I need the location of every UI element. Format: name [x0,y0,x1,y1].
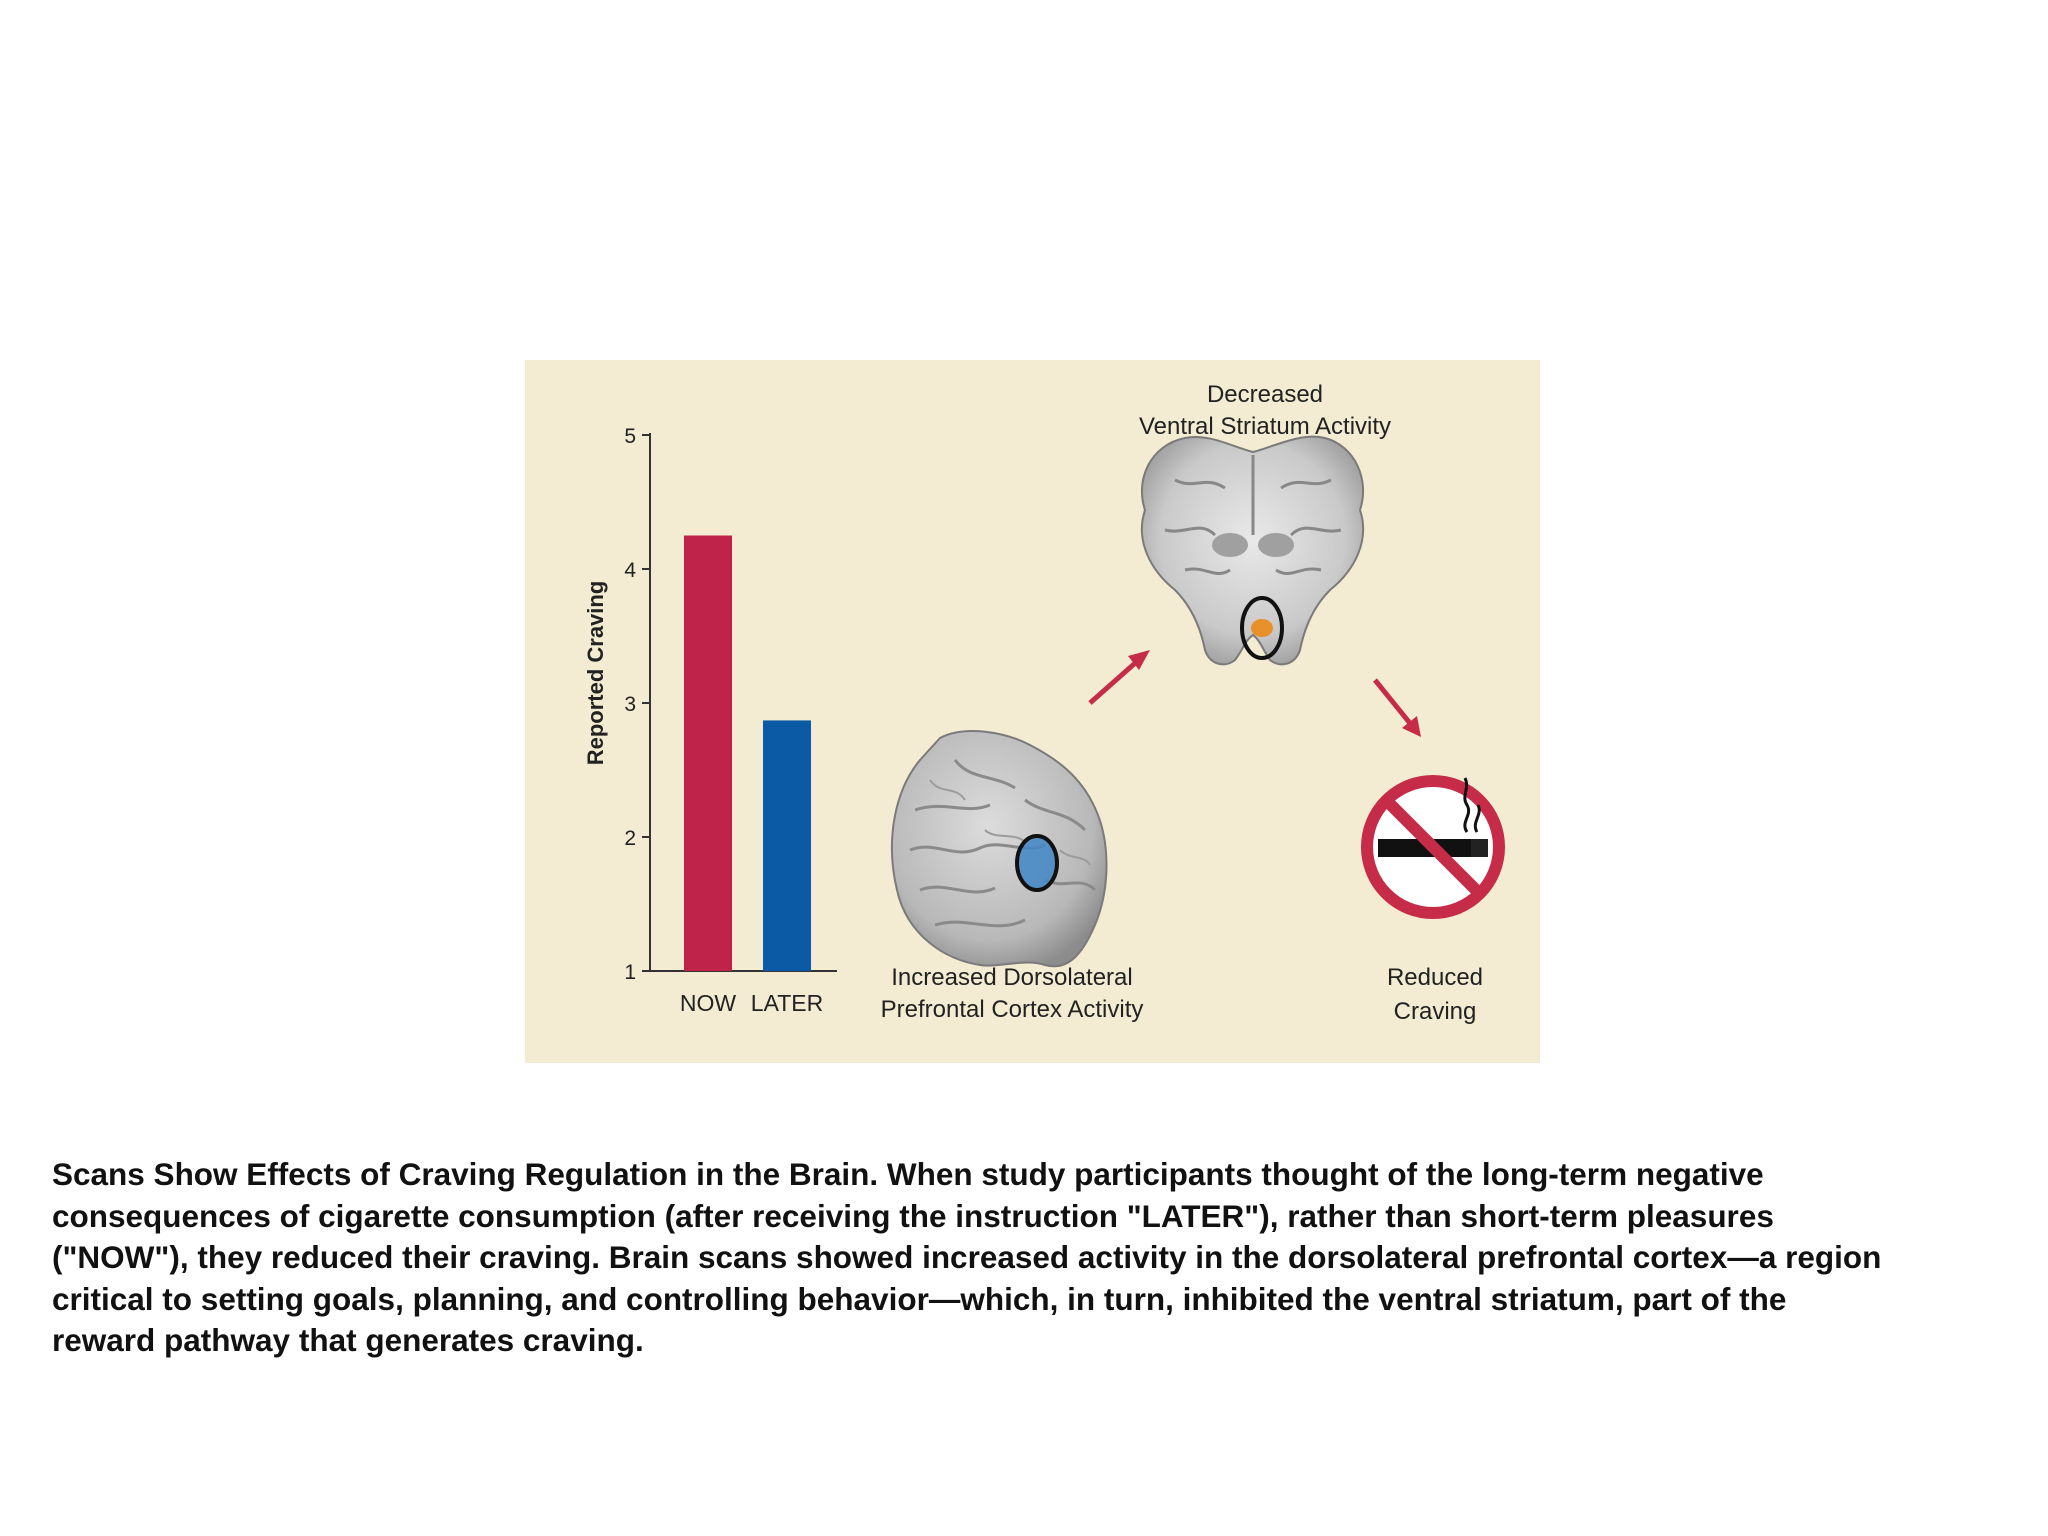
striatum-label-line2: Ventral Striatum Activity [1139,413,1391,440]
caption-line: ("NOW"), they reduced their craving. Bra… [52,1239,1882,1275]
y-tick-label: 2 [624,827,636,850]
arrow-icon [1088,650,1150,705]
arrow-icon [1373,678,1421,737]
caption-line: reward pathway that generates craving. [52,1322,644,1358]
craving-bar-chart: 1 2 3 4 5 NOW LATER Reported Craving [583,425,837,1016]
y-tick-label: 3 [624,693,636,716]
bar-later [763,720,811,971]
x-tick-label: NOW [680,990,737,1016]
figure-illustration: 1 2 3 4 5 NOW LATER Reported Craving [583,381,1505,1025]
caption-line: consequences of cigarette consumption (a… [52,1197,1774,1234]
caption-line: critical to setting goals, planning, and… [52,1280,1787,1317]
striatum-label-line1: Decreased [1207,381,1323,408]
y-tick-label: 4 [624,559,636,582]
y-axis-title: Reported Craving [583,581,608,766]
x-tick-label: LATER [751,990,823,1016]
caption-line: Scans Show Effects of Craving Regulation… [52,1156,1764,1192]
brain-coronal-icon [1140,435,1365,666]
figure-panel: 1 2 3 4 5 NOW LATER Reported Craving [525,360,1540,1063]
craving-label-line1: Reduced [1387,964,1483,991]
brain-lateral-icon [891,730,1108,968]
no-smoking-icon [1361,775,1505,919]
bar-now [684,535,732,971]
y-tick-label: 1 [624,961,636,984]
cortex-label-line1: Increased Dorsolateral [891,964,1132,991]
y-tick-label: 5 [624,425,636,448]
cortex-label-line2: Prefrontal Cortex Activity [881,996,1144,1023]
figure-caption: Scans Show Effects of Craving Regulation… [52,1154,2042,1362]
craving-label-line2: Craving [1394,998,1477,1025]
